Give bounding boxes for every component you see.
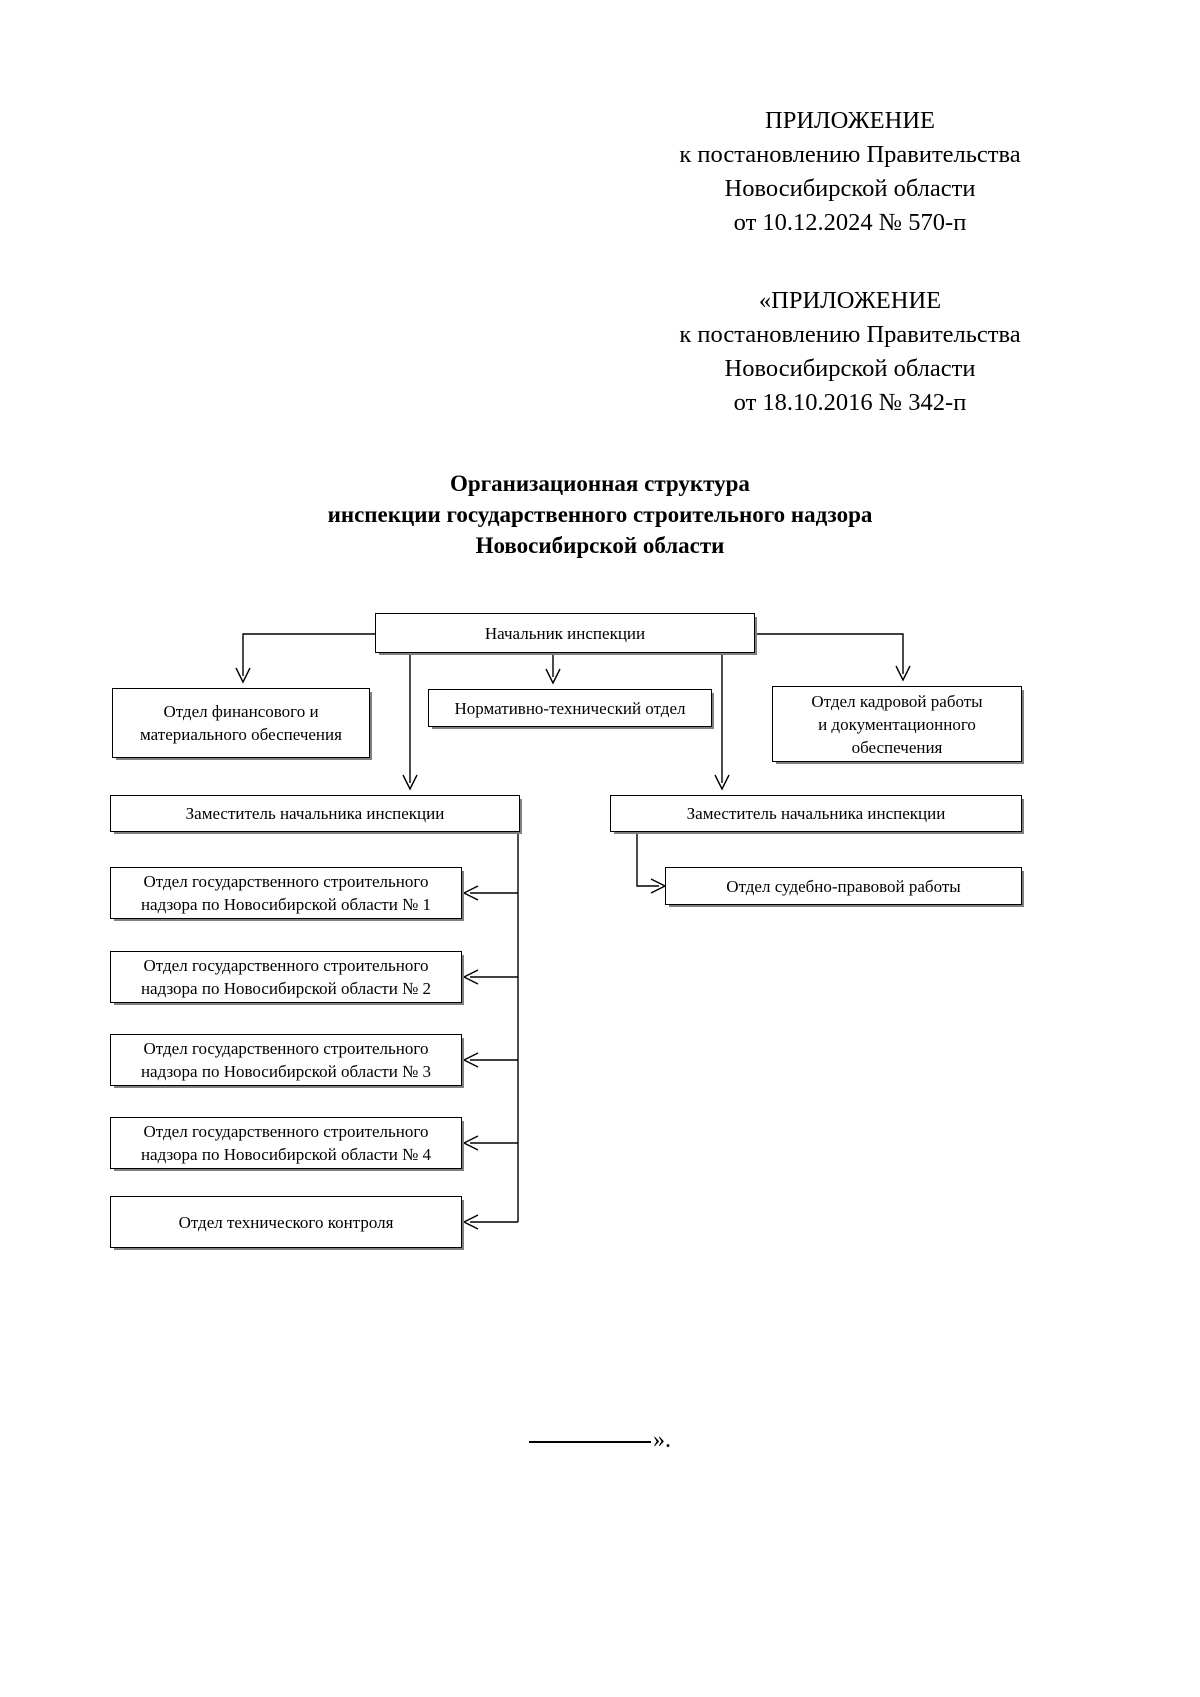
appendix-1-line-4: от 10.12.2024 № 570-п [733, 209, 967, 236]
node-deputy-left-label: Заместитель начальника инспекции [185, 804, 445, 823]
node-dep-3-line-2: надзора по Новосибирской области № 3 [140, 1062, 432, 1081]
arrowhead-dep-2 [462, 969, 479, 985]
node-dep-1-line-1: Отдел государственного строительного [143, 872, 429, 891]
footer-closing-quote: ». [653, 1427, 671, 1453]
appendix-1-line-2: к постановлению Правительства [679, 141, 1021, 168]
arrowhead-dep-3 [462, 1052, 479, 1068]
node-deputy-chief-left[interactable]: Заместитель начальника инспекции [110, 795, 520, 832]
node-finance-label: Отдел финансового и материального обеспе… [119, 700, 363, 746]
arrowhead-normative [545, 668, 561, 685]
node-state-construction-supervision-department-4[interactable]: Отдел государственного строительного над… [110, 1117, 462, 1169]
node-dep-4-line-2: надзора по Новосибирской области № 4 [140, 1145, 432, 1164]
appendix-reference-current: ПРИЛОЖЕНИЕ к постановлению Правительства… [640, 104, 1060, 240]
page-title-line-3: Новосибирской области [475, 533, 725, 558]
node-chief-of-inspection[interactable]: Начальник инспекции [375, 613, 755, 653]
arrowhead-deputy-left [402, 774, 418, 791]
node-techcontrol-label: Отдел технического контроля [178, 1212, 394, 1232]
node-dep-4-label: Отдел государственного строительного над… [117, 1120, 455, 1166]
node-dep-2-line-2: надзора по Новосибирской области № 2 [140, 979, 432, 998]
appendix-2-line-4: от 18.10.2016 № 342-п [733, 389, 967, 416]
node-judicial-legal-work-department[interactable]: Отдел судебно-правовой работы [665, 867, 1022, 905]
node-hr-line-1: Отдел кадровой работы [811, 691, 983, 711]
edge-deputy-right-legal [636, 832, 659, 887]
node-state-construction-supervision-department-3[interactable]: Отдел государственного строительного над… [110, 1034, 462, 1086]
node-normative-line-1: Нормативно-технический отдел [454, 698, 686, 718]
node-normative-label: Нормативно-технический отдел [435, 697, 705, 720]
node-state-construction-supervision-department-1[interactable]: Отдел государственного строительного над… [110, 867, 462, 919]
node-hr-documentation-department[interactable]: Отдел кадровой работы и документационног… [772, 686, 1022, 762]
node-finance-line-1: Отдел финансового и [163, 702, 319, 721]
page-title: Организационная структура инспекции госу… [180, 468, 1020, 561]
footer-rule [529, 1441, 651, 1443]
node-deputy-right-label: Заместитель начальника инспекции [686, 804, 946, 823]
page-title-line-1: Организационная структура [450, 471, 750, 496]
arrowhead-legal [650, 878, 667, 894]
node-financial-material-support-department[interactable]: Отдел финансового и материального обеспе… [112, 688, 370, 758]
appendix-1-line-1: ПРИЛОЖЕНИЕ [765, 107, 935, 134]
node-legal-label: Отдел судебно-правовой работы [726, 876, 961, 896]
node-dep-4-line-1: Отдел государственного строительного [143, 1122, 429, 1141]
node-dep-3-label: Отдел государственного строительного над… [117, 1037, 455, 1083]
node-chief-label: Начальник инспекции [484, 623, 646, 643]
appendix-2-line-3: Новосибирской области [724, 355, 976, 382]
node-dep-3-line-1: Отдел государственного строительного [143, 1039, 429, 1058]
footer-closing: ». [440, 1425, 760, 1455]
arrowhead-dep-1 [462, 885, 479, 901]
node-technical-control-department[interactable]: Отдел технического контроля [110, 1196, 462, 1248]
edge-chief-finance [242, 633, 375, 676]
node-hr-line-3: обеспечения [851, 737, 943, 757]
node-hr-label: Отдел кадровой работы и документационног… [779, 690, 1015, 759]
page-title-line-2: инспекции государственного строительного… [327, 502, 873, 527]
appendix-2-line-1: «ПРИЛОЖЕНИЕ [758, 287, 942, 314]
node-dep-1-label: Отдел государственного строительного над… [117, 870, 455, 916]
appendix-reference-original: «ПРИЛОЖЕНИЕ к постановлению Правительств… [640, 284, 1060, 420]
arrowhead-hr [895, 665, 911, 682]
arrowhead-techcontrol [462, 1214, 479, 1230]
node-finance-line-2: материального обеспечения [140, 725, 342, 744]
arrowhead-finance [235, 667, 251, 684]
appendix-2-line-2: к постановлению Правительства [679, 321, 1021, 348]
node-hr-line-2: и документационного [818, 714, 976, 734]
arrowhead-dep-4 [462, 1135, 479, 1151]
node-dep-2-line-1: Отдел государственного строительного [143, 956, 429, 975]
node-normative-technical-department[interactable]: Нормативно-технический отдел [428, 689, 712, 727]
node-deputy-chief-right[interactable]: Заместитель начальника инспекции [610, 795, 1022, 832]
edge-chief-hr [755, 633, 904, 674]
arrowhead-deputy-right [714, 774, 730, 791]
node-dep-1-line-2: надзора по Новосибирской области № 1 [140, 895, 432, 914]
appendix-1-line-3: Новосибирской области [724, 175, 976, 202]
node-dep-2-label: Отдел государственного строительного над… [117, 954, 455, 1000]
node-state-construction-supervision-department-2[interactable]: Отдел государственного строительного над… [110, 951, 462, 1003]
